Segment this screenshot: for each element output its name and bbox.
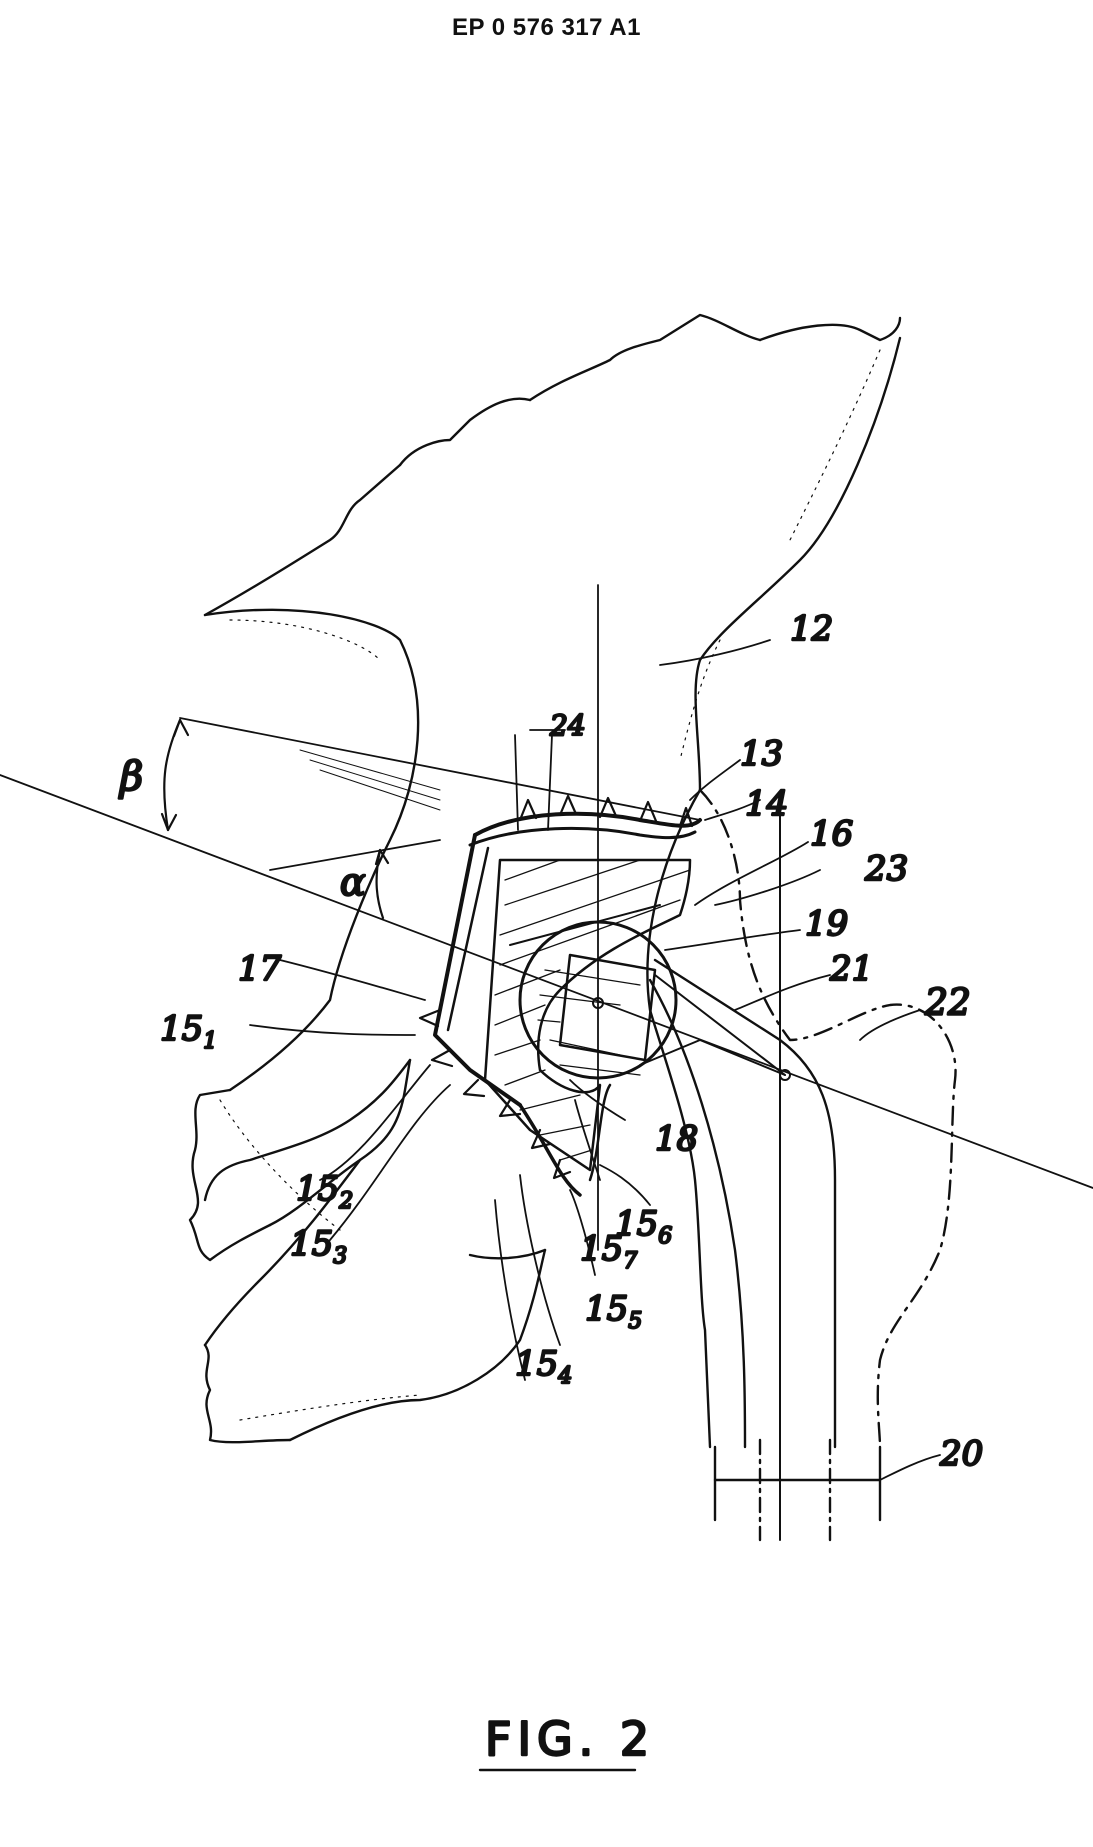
label-19: 19 [805, 904, 848, 944]
femur-outline [647, 790, 955, 1540]
label-18: 18 [655, 1119, 698, 1159]
label-17: 17 [238, 949, 282, 989]
label-15-3: 153 [290, 1224, 347, 1269]
figure-caption: FIG. 2 [480, 1712, 655, 1770]
label-24: 24 [549, 709, 586, 742]
pelvis-bone-outline [190, 315, 900, 1442]
label-15-6: 156 [615, 1204, 672, 1249]
reference-labels: 12 24 13 14 16 23 19 21 22 β α 17 151 15… [118, 609, 983, 1474]
label-23: 23 [864, 849, 908, 889]
label-13: 13 [740, 734, 783, 774]
label-15-2: 152 [296, 1169, 353, 1214]
femoral-head [520, 922, 785, 1078]
label-20: 20 [939, 1434, 983, 1474]
label-16: 16 [810, 814, 853, 854]
label-15-5: 155 [585, 1289, 642, 1334]
label-15-4: 154 [515, 1344, 572, 1389]
leader-lines [250, 640, 940, 1480]
femoral-stem [650, 960, 835, 1447]
label-alpha: α [340, 860, 366, 904]
label-15-1: 151 [160, 1009, 217, 1054]
label-21: 21 [829, 949, 873, 989]
label-beta: β [118, 754, 143, 800]
figure-caption-text: FIG. 2 [485, 1712, 655, 1766]
label-12: 12 [790, 609, 833, 649]
label-22: 22 [924, 983, 971, 1024]
label-14: 14 [745, 784, 788, 824]
